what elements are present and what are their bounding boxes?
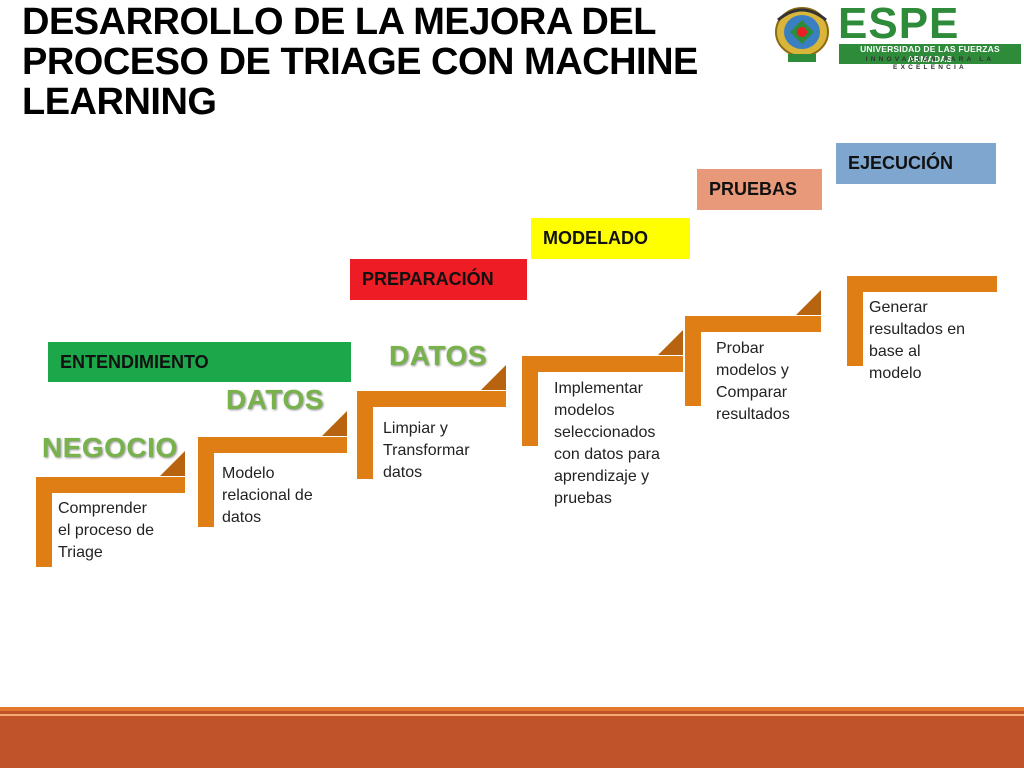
stage-title-datos: DATOS [226, 384, 324, 415]
phase-modelado: MODELADO [531, 218, 690, 259]
phase-label-text: PRUEBAS [709, 179, 798, 199]
phase-pruebas: PRUEBAS [697, 169, 822, 210]
stage-title-negocio: NEGOCIO [42, 432, 178, 463]
university-crest-icon [775, 7, 829, 62]
footer-stripe [0, 707, 1024, 711]
slide-title: DESARROLLO DE LA MEJORA DEL PROCESO DE T… [22, 1, 698, 123]
phase-ejecucion: EJECUCIÓN [836, 143, 996, 184]
phase-entendimiento: ENTENDIMIENTO [48, 342, 351, 382]
step-description-6: Generar resultados en base al modelo [869, 299, 966, 382]
step-description-5: Probar modelos y Comparar resultados [716, 340, 790, 423]
step-arrow-5 [796, 290, 821, 315]
step-arrow-2 [322, 411, 347, 436]
step-arrow-1 [160, 451, 185, 476]
step-riser-1 [36, 477, 52, 567]
espe-logo: ESPE UNIVERSIDAD DE LAS FUERZAS ARMADAS … [770, 0, 1022, 71]
step-tread-3 [357, 391, 506, 407]
step-description-4: Implementar modelos seleccionados con da… [554, 380, 660, 507]
step-tread-1 [36, 477, 185, 493]
espe-wordmark: ESPE [838, 0, 960, 48]
footer-stripe-light [0, 714, 1024, 716]
step-description-3: Limpiar y Transformar datos [383, 420, 470, 481]
step-tread-4 [522, 356, 683, 372]
step-arrow-4 [658, 330, 683, 355]
step-riser-5 [685, 316, 701, 406]
step-tread-2 [198, 437, 347, 453]
step-riser-4 [522, 356, 538, 446]
step-arrow-3 [481, 365, 506, 390]
university-slogan: INNOVACIÓN PARA LA EXCELENCIA [865, 56, 995, 71]
phase-label-text: ENTENDIMIENTO [60, 351, 209, 372]
phase-label-text: PREPARACIÓN [362, 269, 494, 289]
phase-label-text: MODELADO [543, 228, 648, 248]
footer-bar [0, 707, 1024, 768]
phase-preparacion: PREPARACIÓN [350, 259, 527, 300]
step-tread-6 [847, 276, 997, 292]
step-riser-2 [198, 437, 214, 527]
step-description-2: Modelo relacional de datos [222, 465, 313, 526]
phase-label-text: EJECUCIÓN [848, 153, 954, 173]
stage-title-datos-preparacion: DATOS [389, 340, 487, 371]
step-tread-5 [685, 316, 821, 332]
step-description-1: Comprender el proceso de Triage [58, 500, 155, 561]
step-riser-3 [357, 391, 373, 479]
university-name: UNIVERSIDAD DE LAS FUERZAS ARMADAS [839, 44, 1021, 64]
step-riser-6 [847, 276, 863, 366]
